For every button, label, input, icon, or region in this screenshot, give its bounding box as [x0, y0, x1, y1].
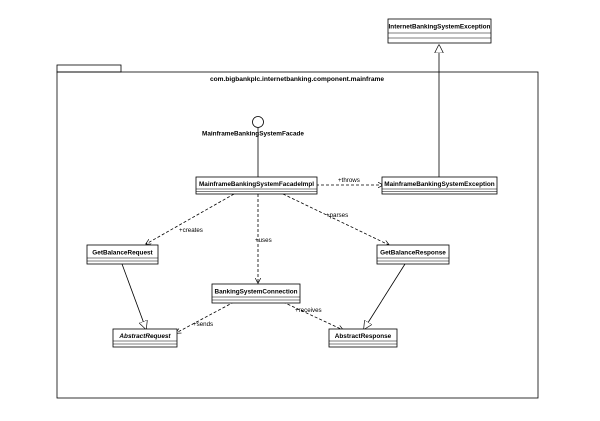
- interface-circle-icon: [252, 116, 264, 128]
- class-internet-banking-system-exception[interactable]: InternetBankingSystemException: [387, 18, 492, 44]
- class-get-balance-response[interactable]: GetBalanceResponse: [376, 244, 450, 265]
- label-parses: +parses: [326, 212, 348, 219]
- relationship-lines: [121, 45, 439, 333]
- class-name: AbstractResponse: [335, 333, 392, 340]
- class-name: BankingSystemConnection: [214, 289, 297, 296]
- generalization-request: [121, 263, 146, 329]
- class-name: GetBalanceResponse: [380, 250, 446, 257]
- interface-name: MainframeBankingSystemFacade: [202, 131, 304, 138]
- dependency-parses: [282, 193, 389, 245]
- class-name: MainframeBankingSystemException: [384, 181, 495, 188]
- dependency-sends: [176, 301, 235, 333]
- generalization-response: [364, 263, 406, 329]
- class-banking-system-connection[interactable]: BankingSystemConnection: [211, 283, 301, 304]
- class-mainframe-banking-system-exception[interactable]: MainframeBankingSystemException: [381, 176, 498, 195]
- label-uses: +uses: [255, 237, 272, 244]
- class-name: InternetBankingSystemException: [389, 24, 491, 31]
- label-receives: +receives: [295, 307, 322, 314]
- label-throws: +throws: [338, 177, 360, 184]
- label-creates: +creates: [179, 227, 203, 234]
- class-name: MainframeBankingSystemFacadeImpl: [199, 181, 314, 188]
- class-name: AbstractRequest: [118, 333, 171, 340]
- package-body: [56, 71, 539, 399]
- class-abstract-response[interactable]: AbstractResponse: [328, 328, 398, 348]
- class-abstract-request[interactable]: AbstractRequest: [112, 328, 178, 348]
- label-sends: +sends: [193, 321, 213, 328]
- relationship-labels: +throws +creates +uses +parses +sends +r…: [179, 177, 360, 328]
- package-name: com.bigbankplc.internetbanking.component…: [210, 76, 384, 83]
- class-name: GetBalanceRequest: [92, 250, 153, 257]
- package-tab: [56, 64, 122, 73]
- dependency-creates: [146, 193, 235, 244]
- interface-lollipop: MainframeBankingSystemFacade: [202, 116, 304, 177]
- package-frame: com.bigbankplc.internetbanking.component…: [56, 64, 539, 399]
- class-mainframe-banking-system-facade-impl[interactable]: MainframeBankingSystemFacadeImpl: [195, 176, 318, 195]
- dependency-receives: [282, 301, 343, 330]
- class-get-balance-request[interactable]: GetBalanceRequest: [86, 244, 159, 265]
